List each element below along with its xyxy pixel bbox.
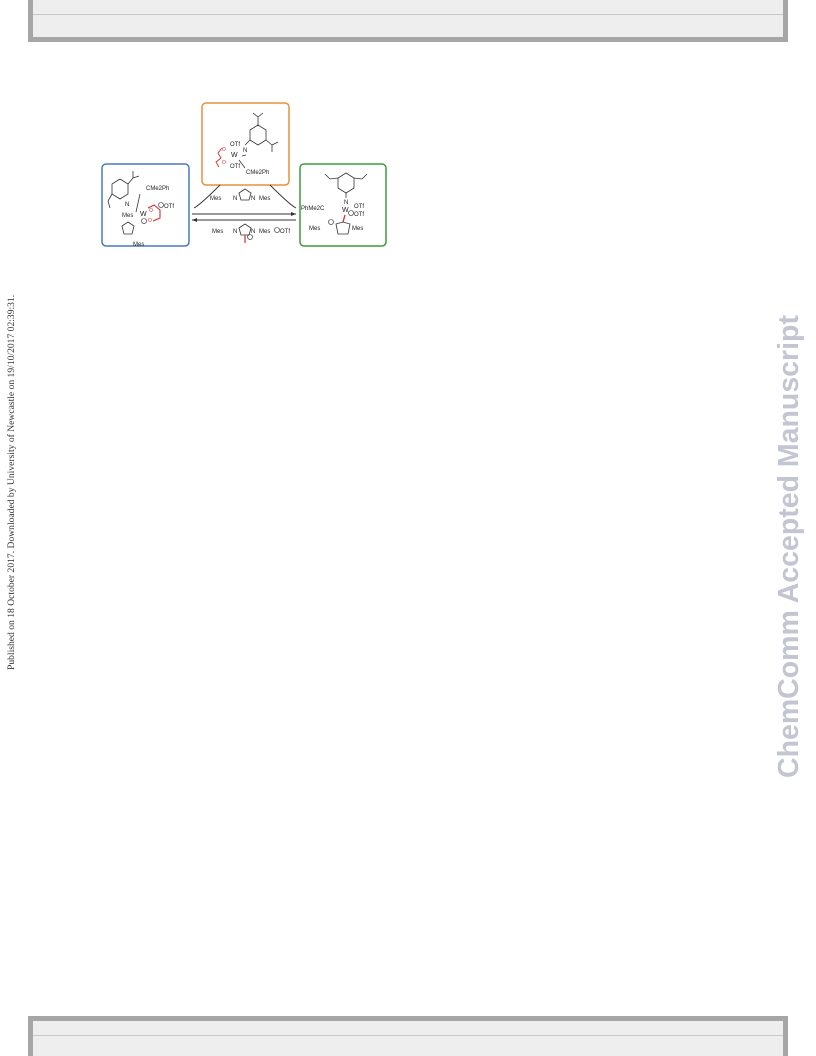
top-aryl-ring	[249, 124, 267, 146]
bottom-reagent-cation-charge	[247, 234, 253, 240]
left-n: N	[125, 202, 129, 208]
accepted-manuscript-watermark: ChemComm Accepted Manuscript	[773, 315, 805, 778]
top-w: W	[231, 152, 238, 159]
right-cation-charge	[328, 219, 334, 225]
top-dme-ligand	[215, 147, 223, 168]
left-dme-o2: O	[148, 218, 152, 224]
left-cation-charge	[141, 218, 147, 224]
right-w: W	[342, 207, 349, 214]
bottom-reagent-mes-left: Mes	[212, 229, 223, 235]
curved-arrow-left	[193, 184, 221, 209]
left-otf: OTf	[164, 204, 174, 210]
right-otf-charge	[348, 210, 354, 216]
journal-header-bar	[28, 0, 788, 42]
imidazolinium-ring	[238, 223, 252, 236]
bottom-reagent-mes-right: Mes	[259, 229, 270, 235]
journal-footer-bar	[28, 1016, 788, 1056]
forward-arrowhead	[291, 212, 296, 216]
top-n: N	[243, 148, 247, 154]
top-complex-box: O O OTf N W OTf CMe2Ph	[201, 102, 290, 186]
right-alkylidene: PhMe2C	[301, 206, 325, 212]
curved-arrow-right	[269, 184, 297, 209]
top-reagent-n-right: N	[251, 196, 255, 202]
footer-divider	[33, 1035, 783, 1036]
free-nhc-ring	[238, 188, 252, 201]
left-w: W	[140, 211, 147, 218]
right-otf-2: OTf	[354, 212, 364, 218]
bottom-reagent-n-right: N	[251, 229, 255, 235]
left-mes-2: Mes	[133, 242, 144, 248]
right-mes-right: Mes	[352, 226, 363, 232]
left-mes-1: Mes	[122, 213, 133, 219]
left-dme-o1: O	[149, 208, 153, 214]
reverse-arrowhead	[192, 218, 197, 222]
arrow-area: Mes N N Mes Mes N N Mes OTf	[192, 184, 297, 243]
left-dme-ligand	[147, 204, 161, 222]
top-reagent-n-left: N	[233, 196, 237, 202]
top-reagent-mes-left: Mes	[210, 196, 221, 202]
published-notice[interactable]: Published on 18 October 2017. Downloaded…	[6, 294, 17, 670]
top-otf-2: OTf	[230, 164, 240, 170]
top-alkylidene: CMe2Ph	[246, 170, 269, 176]
left-box-outline	[101, 163, 190, 247]
right-box-outline	[299, 163, 387, 247]
right-nhc-ring	[335, 221, 351, 235]
right-otf-1: OTf	[354, 204, 364, 210]
top-reagent-mes-right: Mes	[259, 196, 270, 202]
left-alkylidene: CMe2Ph	[146, 186, 169, 192]
bottom-reagent-anion-charge	[274, 227, 280, 233]
left-aryl-ring	[111, 178, 129, 200]
right-w-carbene-bond	[342, 214, 346, 223]
right-n: N	[344, 200, 348, 206]
left-nhc-ring	[121, 221, 135, 235]
top-box-outline	[201, 102, 290, 186]
bottom-reagent-n-left: N	[233, 229, 237, 235]
left-otf-charge	[158, 202, 164, 208]
reaction-scheme: O O OTf N W OTf CMe2Ph N CMe2Ph Mes W O …	[101, 102, 387, 248]
bottom-reagent-otf: OTf	[280, 229, 290, 235]
top-dme-o2: O	[222, 160, 226, 166]
right-complex-box: N PhMe2C W OTf OTf Mes Mes	[299, 163, 387, 247]
top-dme-o1: O	[222, 147, 226, 153]
right-mes-left: Mes	[309, 226, 320, 232]
header-divider	[33, 14, 783, 15]
top-otf-1: OTf	[230, 142, 240, 148]
left-complex-box: N CMe2Ph Mes W O O OTf Mes	[101, 163, 190, 248]
right-aryl-ring	[337, 172, 355, 194]
